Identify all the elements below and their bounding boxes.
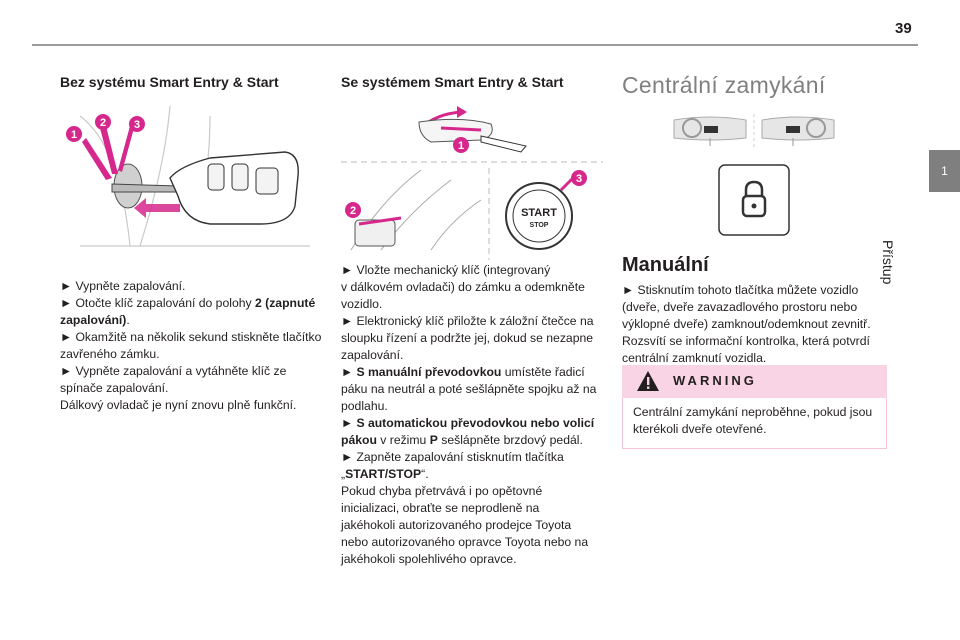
step-marker-3: 3 xyxy=(129,116,145,132)
trunk-button-icon xyxy=(255,167,279,195)
section-with-smart-entry-text: ► Vložte mechanický klíč (integrovaný v … xyxy=(341,262,603,568)
warning-text: Centrální zamykání neproběhne, pokud jso… xyxy=(633,405,873,436)
section-manual-text: ► Stisknutím tohoto tlačítka můžete vozi… xyxy=(622,282,890,367)
instruction-text: ► Vložte mechanický klíč (integrovaný v … xyxy=(341,263,597,566)
dashboard-illustration xyxy=(673,114,835,150)
steering-wheel-icon xyxy=(806,118,826,138)
door-handle xyxy=(418,118,493,143)
page-title: Centrální zamykání xyxy=(622,72,826,98)
section-heading: Manuální xyxy=(622,254,709,276)
warning-triangle-icon xyxy=(637,371,659,391)
section-heading: Bez systému Smart Entry & Start xyxy=(60,74,279,90)
section-heading: Se systémem Smart Entry & Start xyxy=(341,74,564,90)
padlock-icon xyxy=(741,180,767,218)
lock-button-icon xyxy=(207,163,225,191)
steering-wheel-icon xyxy=(682,118,702,138)
section-central-locking: Centrální zamykání xyxy=(622,72,890,99)
central-lock-button xyxy=(718,164,790,236)
svg-text:STOP: STOP xyxy=(530,222,549,229)
svg-text:1: 1 xyxy=(458,140,464,152)
warning-body: Centrální zamykání neproběhne, pokud jso… xyxy=(622,398,887,449)
svg-text:3: 3 xyxy=(576,173,582,185)
section-without-smart-entry: Bez systému Smart Entry & Start xyxy=(60,74,322,90)
step-marker-3: 3 xyxy=(571,170,587,186)
warning-header: WARNING xyxy=(622,365,887,398)
arrow-icon xyxy=(82,138,112,180)
instruction-text: ► Stisknutím tohoto tlačítka můžete vozi… xyxy=(622,283,871,365)
section-without-smart-entry-text: ► Vypněte zapalování. ► Otočte klíč zapa… xyxy=(60,278,322,414)
warning-box: WARNING Centrální zamykání neproběhne, p… xyxy=(622,365,887,449)
unlock-button-icon xyxy=(231,163,249,191)
svg-text:2: 2 xyxy=(100,117,106,129)
page-number: 39 xyxy=(895,20,912,37)
svg-text:2: 2 xyxy=(350,205,356,217)
step-marker-1: 1 xyxy=(66,126,82,142)
chapter-tab[interactable]: 1 xyxy=(929,150,960,192)
header-rule xyxy=(32,44,918,46)
smart-entry-illustration: 1 2 START STOP 3 xyxy=(341,106,603,260)
warning-title: WARNING xyxy=(673,373,757,388)
svg-text:START: START xyxy=(521,207,557,219)
backup-reader xyxy=(354,219,396,247)
key-ignition-illustration: 1 2 3 xyxy=(66,106,310,247)
instruction-text: ► Vypněte zapalování. ► Otočte klíč zapa… xyxy=(60,279,322,412)
svg-text:1: 1 xyxy=(71,129,77,141)
svg-text:3: 3 xyxy=(134,119,140,131)
mechanical-key xyxy=(480,135,527,153)
section-manual: Manuální xyxy=(622,254,890,277)
step-marker-1: 1 xyxy=(453,137,469,153)
step-marker-2: 2 xyxy=(95,114,111,130)
section-with-smart-entry: Se systémem Smart Entry & Start xyxy=(341,74,603,90)
step-marker-2: 2 xyxy=(345,202,361,218)
